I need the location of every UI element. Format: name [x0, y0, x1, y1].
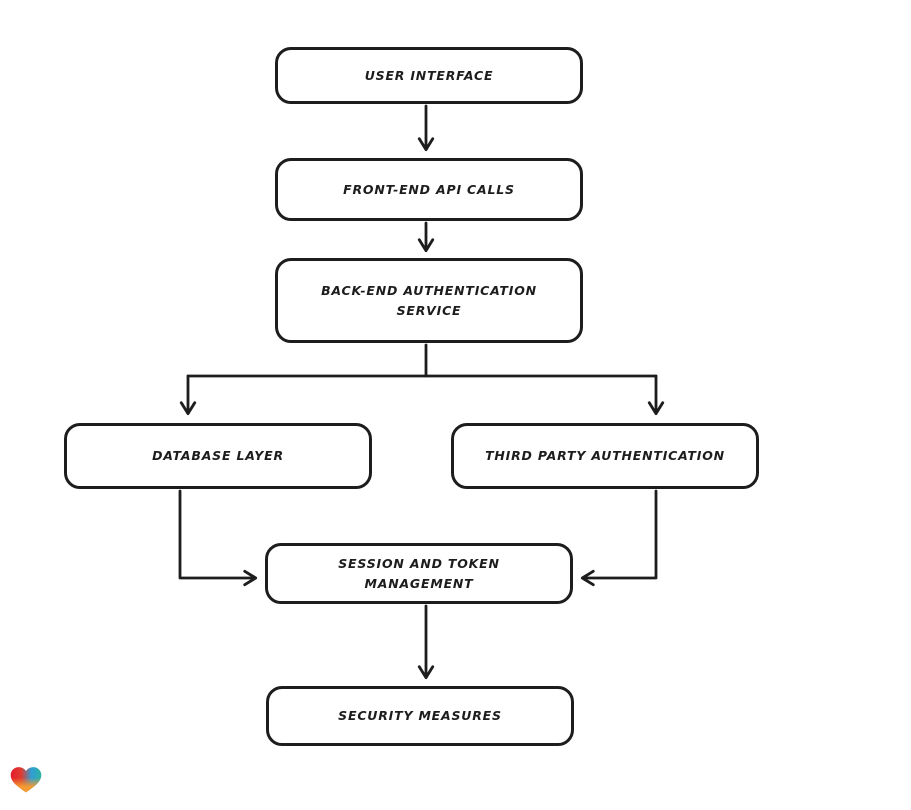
node-database-layer-label: DATABASE LAYER: [152, 448, 284, 464]
node-user-interface-label: USER INTERFACE: [364, 67, 494, 83]
edge-database-to-session: [178, 489, 258, 587]
node-security-measures-label: SECURITY MEASURES: [338, 708, 502, 724]
node-session-token-management: SESSION AND TOKEN MANAGEMENT: [265, 543, 573, 604]
node-backend-authentication-service-label: BACK-END AUTHENTICATION SERVICE: [321, 283, 537, 318]
node-database-layer: DATABASE LAYER: [64, 423, 372, 489]
node-frontend-api-calls-label: FRONT-END API CALLS: [343, 181, 515, 197]
edge-thirdparty-to-session: [580, 489, 658, 587]
node-user-interface: USER INTERFACE: [275, 47, 583, 104]
gradient-heart-logo[interactable]: [9, 762, 43, 796]
gradient-heart-icon: [10, 767, 42, 793]
node-third-party-authentication-label: THIRD PARTY AUTHENTICATION: [485, 448, 725, 464]
node-backend-authentication-service: BACK-END AUTHENTICATION SERVICE: [275, 258, 583, 343]
node-third-party-authentication: THIRD PARTY AUTHENTICATION: [451, 423, 759, 489]
node-session-token-management-label: SESSION AND TOKEN MANAGEMENT: [338, 556, 500, 591]
node-frontend-api-calls: FRONT-END API CALLS: [275, 158, 583, 221]
node-security-measures: SECURITY MEASURES: [266, 686, 574, 746]
